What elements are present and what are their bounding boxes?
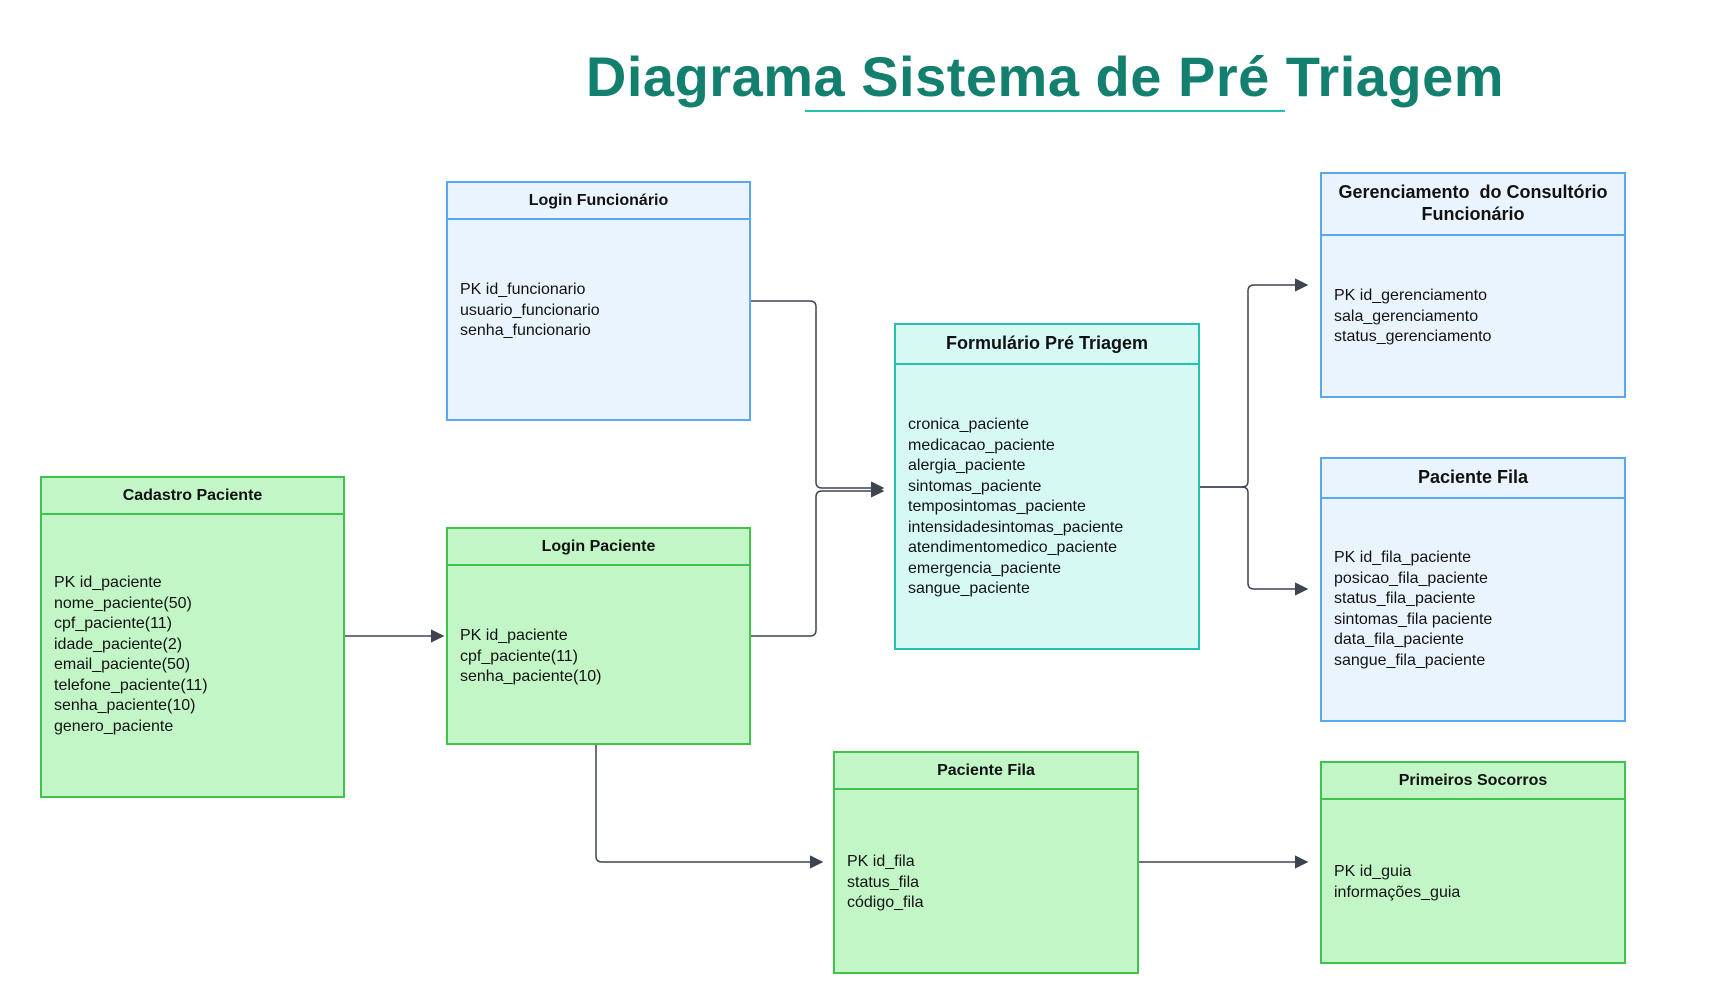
- field: sangue_paciente: [908, 580, 1030, 597]
- field: informações_guia: [1334, 883, 1461, 901]
- field: temposintomas_paciente: [908, 498, 1086, 515]
- field: cpf_paciente(11): [54, 615, 172, 632]
- edge-login-funcionario-to-formulario: [745, 300, 885, 495]
- field: posicao_fila_paciente: [1334, 569, 1488, 587]
- edge-login-paciente-to-formulario: [745, 484, 885, 637]
- field: PK id_fila_paciente: [1334, 549, 1471, 566]
- entity-fields: PK id_funcionario usuario_funcionario se…: [460, 280, 741, 342]
- field: senha_funcionario: [460, 322, 591, 339]
- entity-fields: PK id_guia informações_guia: [1334, 862, 1616, 903]
- edge-formulario-to-paciente-fila: [1190, 486, 1309, 596]
- diagram-title: Diagrama Sistema de Pré Triagem: [585, 45, 1505, 108]
- field: nome_paciente(50): [54, 594, 192, 612]
- title-underline: [805, 110, 1285, 112]
- field: PK id_gerenciamento: [1334, 287, 1487, 304]
- entity-fields: cronica_paciente medicacao_paciente aler…: [908, 415, 1190, 600]
- entity-title: Paciente Fila: [835, 753, 1137, 790]
- field: status_gerenciamento: [1334, 328, 1492, 345]
- entity-fields: PK id_fila status_fila código_fila: [847, 852, 1129, 914]
- entity-fields: PK id_fila_paciente posicao_fila_pacient…: [1334, 548, 1616, 671]
- field: PK id_funcionario: [460, 281, 586, 298]
- field: cronica_paciente: [908, 416, 1029, 433]
- field: atendimentomedico_paciente: [908, 539, 1118, 556]
- entity-login-paciente[interactable]: Login Paciente PK id_paciente cpf_pacien…: [446, 527, 751, 745]
- field: sala_gerenciamento: [1334, 307, 1479, 325]
- field: código_fila: [847, 894, 924, 911]
- entity-title: Cadastro Paciente: [42, 478, 343, 515]
- field: status_fila: [847, 873, 920, 891]
- field: status_fila_paciente: [1334, 590, 1476, 607]
- field: cpf_paciente(11): [460, 647, 578, 665]
- entity-login-funcionario[interactable]: Login Funcionário PK id_funcionario usua…: [446, 181, 751, 421]
- field: senha_paciente(10): [54, 697, 196, 714]
- field: PK id_paciente: [54, 574, 162, 591]
- entity-fields: PK id_paciente cpf_paciente(11) senha_pa…: [460, 626, 741, 688]
- field: telefone_paciente(11): [54, 676, 208, 694]
- field: PK id_guia: [1334, 863, 1412, 880]
- field: emergencia_paciente: [908, 559, 1061, 577]
- field: usuario_funcionario: [460, 301, 600, 319]
- field: sintomas_paciente: [908, 477, 1042, 495]
- entity-title: Formulário Pré Triagem: [896, 325, 1198, 365]
- entity-formulario-pre-triagem[interactable]: Formulário Pré Triagem cronica_paciente …: [894, 323, 1200, 650]
- field: senha_paciente(10): [460, 668, 602, 685]
- entity-cadastro-paciente[interactable]: Cadastro Paciente PK id_paciente nome_pa…: [40, 476, 345, 798]
- entity-fields: PK id_gerenciamento sala_gerenciamento s…: [1334, 286, 1616, 348]
- entity-paciente-fila-blue[interactable]: Paciente Fila PK id_fila_paciente posica…: [1320, 457, 1626, 722]
- field: PK id_fila: [847, 853, 915, 870]
- entity-title: Login Paciente: [448, 529, 749, 566]
- entity-fields: PK id_paciente nome_paciente(50) cpf_pac…: [54, 573, 335, 737]
- edge-login-paciente-to-paciente-fila: [595, 745, 824, 869]
- entity-title: Primeiros Socorros: [1322, 763, 1624, 800]
- field: alergia_paciente: [908, 457, 1026, 474]
- entity-paciente-fila-green[interactable]: Paciente Fila PK id_fila status_fila cód…: [833, 751, 1139, 974]
- edge-formulario-to-gerenciamento: [1190, 278, 1309, 488]
- field: email_paciente(50): [54, 656, 191, 673]
- field: intensidadesintomas_paciente: [908, 518, 1124, 536]
- field: idade_paciente(2): [54, 635, 183, 653]
- entity-gerenciamento-consultorio[interactable]: Gerenciamento do Consultório Funcionário…: [1320, 172, 1626, 398]
- entity-title: Paciente Fila: [1322, 459, 1624, 499]
- entity-title: Login Funcionário: [448, 183, 749, 220]
- field: genero_paciente: [54, 717, 174, 735]
- entity-title: Gerenciamento do Consultório Funcionário: [1322, 174, 1624, 236]
- field: medicacao_paciente: [908, 436, 1055, 454]
- field: PK id_paciente: [460, 627, 568, 644]
- field: sangue_fila_paciente: [1334, 651, 1486, 669]
- field: sintomas_fila paciente: [1334, 610, 1493, 628]
- entity-primeiros-socorros[interactable]: Primeiros Socorros PK id_guia informaçõe…: [1320, 761, 1626, 964]
- field: data_fila_paciente: [1334, 631, 1464, 648]
